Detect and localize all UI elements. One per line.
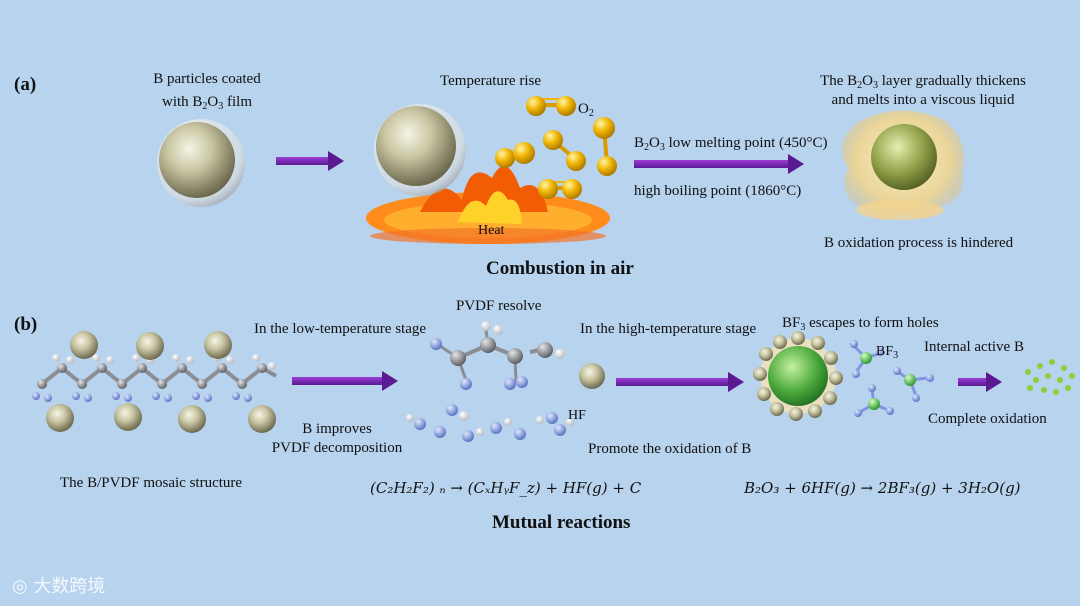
arrow-heat-to-melt bbox=[634, 154, 804, 174]
temperature-rise-label: Temperature rise bbox=[440, 73, 541, 89]
oxidized-b-dots bbox=[1025, 359, 1075, 395]
equation-b2o3-hf: B₂O₃ + 6HF(g) → 2BF₃(g) + 3H₂O(g) bbox=[744, 479, 1021, 497]
pvdf-decomposition-fragments bbox=[406, 321, 574, 442]
bf3-molecules bbox=[850, 340, 934, 417]
hf-label: HF bbox=[568, 408, 586, 423]
high-temp-stage-label: In the high-temperature stage bbox=[580, 321, 757, 337]
watermark: ◎ 大数跨境 bbox=[12, 576, 106, 597]
equation-pvdf-decomposition: (C₂H₂F₂) ₙ → (CₓHᵧF_z) + HF(g) + C bbox=[370, 479, 642, 497]
porous-b-particle bbox=[753, 331, 843, 421]
panel-a-label: (a) bbox=[14, 74, 37, 95]
mosaic-structure-label: The B/PVDF mosaic structure bbox=[60, 475, 243, 491]
coated-particles-caption: B particles coated with B2O3 film bbox=[153, 71, 261, 112]
fire-flames bbox=[366, 166, 610, 244]
arrow-mosaic-to-decomposition bbox=[292, 371, 398, 391]
promote-oxidation-label: Promote the oxidation of B bbox=[588, 441, 752, 457]
heat-label: Heat bbox=[478, 223, 505, 238]
molten-b2o3-particle bbox=[841, 110, 964, 220]
melting-point-label: B2O3 low melting point (450°C) bbox=[634, 135, 828, 153]
complete-oxidation-label: Complete oxidation bbox=[928, 411, 1047, 427]
oxygen-molecules bbox=[495, 96, 617, 199]
low-temp-stage-label: In the low-temperature stage bbox=[254, 321, 427, 337]
layer-thickens-caption: The B2O3 layer gradually thickens and me… bbox=[820, 73, 1026, 108]
b-improves-caption: B improves PVDF decomposition bbox=[271, 421, 403, 456]
boiling-point-label: high boiling point (1860°C) bbox=[634, 183, 802, 199]
internal-active-b-label: Internal active B bbox=[924, 339, 1024, 355]
arrow-holes-to-oxidation bbox=[958, 372, 1002, 392]
combustion-in-air-title: Combustion in air bbox=[486, 258, 634, 279]
watermark-logo-icon: ◎ bbox=[12, 576, 34, 597]
b-pvdf-mosaic-structure bbox=[32, 331, 277, 433]
bf3-molecule-label: BF3 bbox=[876, 344, 899, 361]
arrow-decomposition-to-holes bbox=[616, 372, 744, 392]
pvdf-resolve-label: PVDF resolve bbox=[456, 298, 542, 314]
small-b-particle bbox=[579, 363, 605, 389]
mutual-reactions-title: Mutual reactions bbox=[492, 512, 631, 533]
coated-b-particle bbox=[157, 119, 245, 207]
arrow-coating-to-heat bbox=[276, 151, 344, 171]
heated-b-particle bbox=[374, 104, 466, 196]
bf3-escape-label: BF3 escapes to form holes bbox=[782, 315, 939, 333]
oxidation-hindered-label: B oxidation process is hindered bbox=[824, 235, 1014, 251]
o2-label: O2 bbox=[578, 101, 594, 119]
panel-b-label: (b) bbox=[14, 314, 38, 335]
